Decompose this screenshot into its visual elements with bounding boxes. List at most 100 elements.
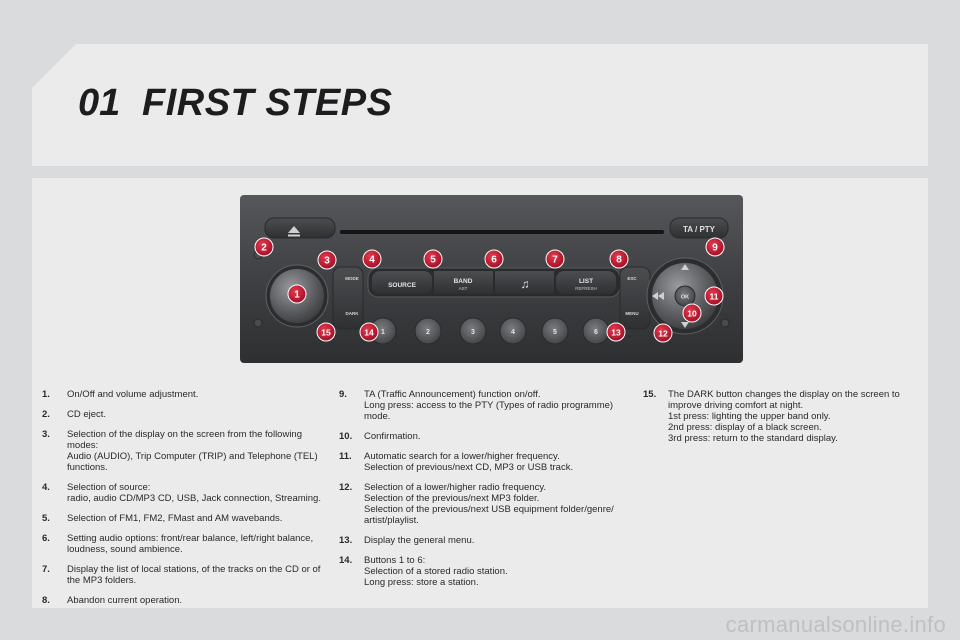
band-label: BAND (454, 278, 473, 285)
preset-label-1: 1 (381, 329, 385, 336)
eject-button (264, 217, 336, 239)
legend-item-text: radio, audio CD/MP3 CD, USB, Jack connec… (67, 493, 321, 504)
callout-2 (254, 237, 274, 257)
legend-column-3: 15.The DARK button changes the display o… (643, 389, 913, 453)
legend-item-text: Automatic search for a lower/higher freq… (364, 451, 560, 462)
preset-button-3 (459, 317, 487, 345)
eject-icon-bar (288, 234, 300, 237)
preset-button-2 (414, 317, 442, 345)
legend-item-number: 1. (42, 389, 50, 400)
callout-10 (682, 303, 702, 323)
callout-7 (545, 249, 565, 269)
callout-12-label: 12 (658, 329, 668, 339)
legend-item-text: Selection of the display on the screen f… (67, 429, 302, 451)
legend-item-text: Selection of a lower/higher radio freque… (364, 482, 547, 493)
nav-left-icon (658, 292, 664, 300)
legend-item-number: 3. (42, 429, 50, 440)
legend-item: 4. Selection of source:radio, audio CD/MP… (42, 482, 328, 504)
legend-item-text: Audio (AUDIO), Trip Computer (TRIP) and … (67, 451, 318, 462)
legend-item: 8.Abandon current operation. (42, 595, 328, 606)
mode-dark-bar (332, 266, 364, 330)
legend-item: 7. Display the list of local stations, of… (42, 564, 328, 586)
legend-item-text: improve driving comfort at night. (668, 400, 804, 411)
esc-label: ESC (627, 276, 637, 281)
preset-buttons: 1 2 3 4 5 6 (369, 317, 610, 345)
callout-14 (359, 322, 379, 342)
legend-item: 12. Selection of a lower/higher radio fre… (339, 482, 619, 526)
legend-item-number: 7. (42, 564, 50, 575)
list-label: LIST (579, 278, 593, 285)
legend-item-text: Selection of the previous/next USB equip… (364, 504, 614, 515)
legend-item-text: Setting audio options: front/rear balanc… (67, 533, 314, 544)
legend-item: 10.Confirmation. (339, 431, 619, 442)
callout-7-label: 7 (552, 255, 558, 266)
callout-14-label: 14 (364, 328, 374, 338)
callout-1-label: 1 (294, 290, 300, 301)
callout-5-label: 5 (430, 255, 436, 266)
nav-down-icon (681, 322, 689, 328)
legend-column-1: 1.On/Off and volume adjustment.2.CD ejec… (42, 389, 328, 615)
chapter-number: 01 (78, 82, 121, 124)
callouts: 1 2 3 4 5 6 7 8 9 10 11 12 13 14 15 (254, 237, 725, 343)
ok-label: OK (681, 295, 689, 301)
header-box (32, 44, 928, 166)
menu-label: MENU (625, 311, 638, 316)
legend-item-text: the MP3 folders. (67, 575, 137, 586)
legend-item-number: 12. (339, 482, 353, 493)
eject-icon (288, 226, 300, 233)
legend-item-number: 6. (42, 533, 50, 544)
callout-10-label: 10 (687, 309, 697, 319)
legend-item-number: 5. (42, 513, 50, 524)
preset-label-5: 5 (553, 329, 557, 336)
legend-item-number: 9. (339, 389, 347, 400)
legend-item-text: artist/playlist. (364, 515, 419, 526)
cd-slot (340, 230, 664, 234)
ta-pty-button (669, 217, 729, 239)
legend-column-2: 9. TA (Traffic Announcement) function on/… (339, 389, 619, 597)
callout-3-label: 3 (324, 256, 330, 267)
legend-item-text: TA (Traffic Announcement) function on/of… (364, 389, 541, 400)
legend-item-text: Selection of FM1, FM2, FMast and AM wave… (67, 513, 283, 524)
preset-button-4 (499, 317, 527, 345)
legend-item-text: 1st press: lighting the upper band only. (668, 411, 831, 422)
legend-item: 11.Automatic search for a lower/higher f… (339, 451, 619, 473)
source-label: SOURCE (388, 282, 416, 289)
preset-label-2: 2 (426, 329, 430, 336)
legend-item-number: 8. (42, 595, 50, 606)
watermark: carmanualsonline.info (725, 612, 946, 637)
callout-4 (362, 249, 382, 269)
source-button (372, 271, 432, 294)
legend-item-number: 10. (339, 431, 353, 442)
legend-item-text: Selection of source: (67, 482, 151, 493)
legend-item: 2. CD eject. (42, 409, 328, 420)
callout-4-label: 4 (369, 255, 375, 266)
legend-item-text: Display the general menu. (364, 535, 475, 546)
list-sub-label: REFRESH (575, 286, 597, 291)
legend-item: 15.The DARK button changes the display o… (643, 389, 913, 444)
screw-icon (253, 318, 263, 328)
legend-item: 5. Selection of FM1, FM2, FMast and AM wa… (42, 513, 328, 524)
callout-15 (316, 322, 336, 342)
legend-item-text: functions. (67, 462, 108, 473)
legend-item-text: Selection of the previous/next MP3 folde… (364, 493, 540, 504)
callout-3 (317, 250, 337, 270)
callout-13 (606, 322, 626, 342)
legend-item-text: Display the list of local stations, of t… (67, 564, 321, 575)
legend-item-number: 2. (42, 409, 50, 420)
legend-item: 14.Buttons 1 to 6:Selection of a stored … (339, 555, 619, 588)
legend-item-text: CD eject. (67, 409, 107, 420)
legend-item-number: 14. (339, 555, 353, 566)
callout-9-label: 9 (712, 243, 718, 254)
legend-item-number: 15. (643, 389, 657, 400)
callout-8-label: 8 (616, 255, 622, 266)
callout-1 (287, 284, 307, 304)
legend-item: 3. Selection of the display on the screen… (42, 429, 328, 473)
radio-panel: TA / PTY MODE DARK SOURCE BAND AST ♫ LIS… (240, 195, 743, 363)
legend-item: 6. Setting audio options: front/rear bala… (42, 533, 328, 555)
preset-label-4: 4 (511, 329, 515, 336)
callout-12 (653, 323, 673, 343)
band-sub-label: AST (459, 286, 468, 291)
callout-11 (704, 286, 724, 306)
legend-item-number: 4. (42, 482, 50, 493)
preset-button-5 (541, 317, 569, 345)
